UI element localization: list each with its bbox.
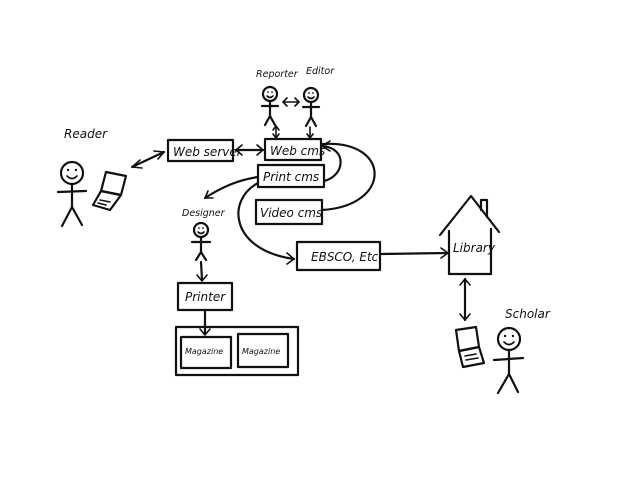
arrow-reporter-webcms: [272, 125, 280, 139]
printer-box: Printer: [176, 281, 234, 312]
arrow-webserver-webcms: [234, 144, 265, 156]
video-cms-label: Video cms: [260, 206, 322, 220]
ebsco-label: EBSCO, Etc: [311, 250, 379, 264]
web-cms-label: Web cms: [270, 144, 325, 158]
scholar-laptop-icon: [454, 325, 486, 369]
arrow-reporter-editor: [282, 97, 300, 107]
magazine-2-label: Magazine: [242, 347, 280, 356]
arrow-videocms-webcms: [320, 142, 376, 212]
arrow-printcms-ebsco: [237, 181, 296, 265]
reader-figure-icon: [56, 160, 88, 228]
reader-label: Reader: [64, 127, 108, 141]
library-house-icon: Library: [438, 194, 501, 276]
library-label: Library: [453, 241, 496, 255]
arrow-editor-webcms: [306, 126, 314, 139]
arrow-ebsco-library: [379, 247, 450, 259]
scholar-figure-icon: [492, 326, 525, 395]
arrow-designer-printer: [196, 260, 208, 282]
print-cms-box: Print cms: [256, 163, 326, 189]
web-server-box: Web server: [166, 138, 243, 163]
scholar-label: Scholar: [505, 307, 551, 321]
reporter-label: Reporter: [256, 69, 299, 80]
editor-figure-icon: [301, 86, 321, 128]
arrow-printcms-designer: [203, 175, 260, 200]
arrow-printer-magazines: [199, 309, 211, 336]
designer-label: Designer: [182, 208, 226, 219]
video-cms-box: Video cms: [254, 198, 324, 226]
designer-figure-icon: [190, 221, 212, 262]
printer-label: Printer: [185, 290, 226, 304]
reporter-figure-icon: [260, 85, 280, 127]
web-server-label: Web server: [173, 145, 243, 159]
reader-laptop-icon: [91, 170, 128, 212]
arrow-laptop-webserver: [130, 150, 166, 169]
magazine-1-label: Magazine: [185, 347, 223, 356]
magazine-stack-box: Magazine Magazine: [174, 325, 300, 377]
print-cms-label: Print cms: [263, 170, 319, 184]
arrow-printcms-webcms: [320, 140, 342, 183]
ebsco-box: EBSCO, Etc: [295, 240, 382, 272]
web-cms-box: Web cms: [263, 137, 325, 162]
arrow-library-laptop: [459, 277, 471, 322]
editor-label: Editor: [306, 66, 335, 77]
